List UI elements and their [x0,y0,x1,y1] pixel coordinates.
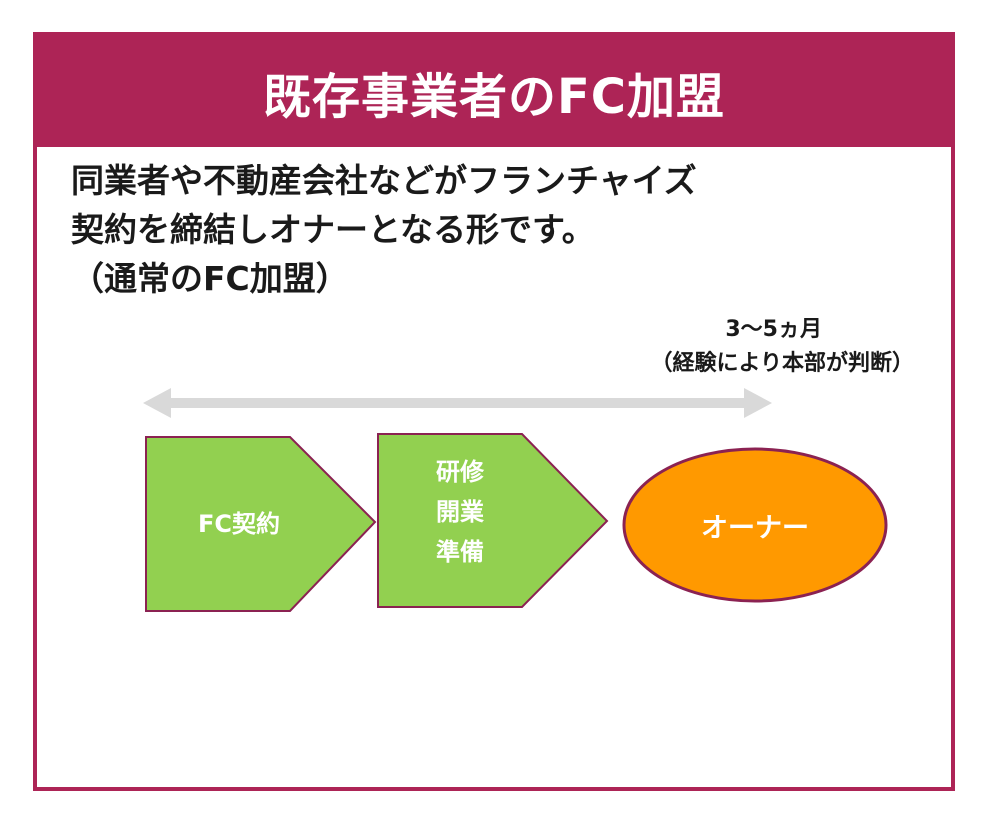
step-fc-contract-label: FC契約 [197,510,280,538]
owner-label: オーナー [701,513,809,544]
title-banner: 既存事業者のFC加盟 [37,36,951,147]
description-text: 同業者や不動産会社などがフランチャイズ 契約を締結しオナーとなる形です。 （通常… [71,156,697,303]
description-line-1: 同業者や不動産会社などがフランチャイズ [71,161,697,200]
owner-oval [622,447,888,603]
description-line-2: 契約を締結しオナーとなる形です。 [71,210,595,249]
step-fc-contract-shape [145,436,377,612]
step-training-prep-label: 研修 開業 準備 [400,452,520,572]
step-training-prep-shape [377,433,609,608]
duration-months: 3～5ヵ月 [725,317,822,342]
duration-note: （経験により本部が判断） [650,351,914,376]
step-preparation-label: 準備 [436,538,484,566]
step-opening-label: 開業 [436,498,484,526]
diagram-frame: 既存事業者のFC加盟 [33,32,955,791]
step-training-label: 研修 [436,458,484,486]
page-title: 既存事業者のFC加盟 [262,68,726,125]
duration-label: 3～5ヵ月 （経験により本部が判断） [650,313,914,381]
timeline-double-arrow [143,388,772,418]
description-line-3: （通常のFC加盟） [71,259,349,298]
